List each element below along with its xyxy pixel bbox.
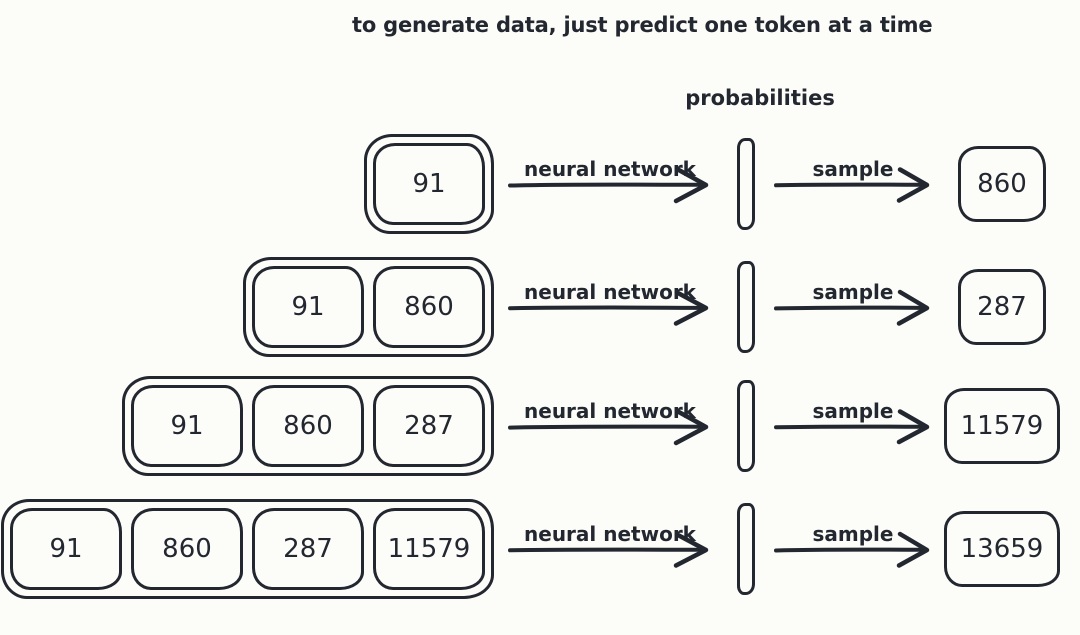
neural-network-label: neural network <box>524 157 696 181</box>
token-value: 860 <box>283 411 333 441</box>
token-box: 11579 <box>373 508 485 590</box>
token-value: 287 <box>404 411 454 441</box>
token-box: 91 <box>373 143 485 225</box>
generation-row-3: 91 860 287 neural network sample 11579 <box>0 373 1080 479</box>
right-arrow-icon <box>774 167 930 203</box>
right-arrow-icon <box>774 409 930 445</box>
token-value: 91 <box>412 169 446 199</box>
output-zone: 13659 <box>944 496 1060 602</box>
generation-row-4: 91 860 287 11579 neural network sample 1… <box>0 496 1080 602</box>
right-arrow-icon <box>508 166 709 204</box>
output-token-box: 287 <box>958 269 1046 345</box>
token-box: 91 <box>10 508 122 590</box>
output-token-value: 11579 <box>960 411 1044 441</box>
right-arrow-icon <box>508 532 709 568</box>
context-token-sequence: 91 860 <box>243 257 494 357</box>
neural-network-arrow-group: neural network <box>503 496 717 602</box>
token-box: 860 <box>373 266 485 348</box>
token-value: 860 <box>404 292 454 322</box>
output-token-box: 860 <box>958 146 1046 222</box>
token-value: 91 <box>170 411 204 441</box>
right-arrow-icon <box>508 408 709 446</box>
neural-network-label: neural network <box>524 522 696 546</box>
neural-network-arrow-group: neural network <box>503 254 717 360</box>
output-token-box: 11579 <box>944 388 1060 464</box>
neural-network-arrow-group: neural network <box>503 373 717 479</box>
sample-label: sample <box>812 157 894 181</box>
diagram-title: to generate data, just predict one token… <box>352 13 933 37</box>
probabilities-zone <box>736 496 756 602</box>
token-value: 287 <box>283 534 333 564</box>
sample-arrow-group: sample <box>768 496 938 602</box>
probabilities-bar <box>737 261 755 353</box>
probabilities-bar <box>737 380 755 472</box>
right-arrow-icon <box>508 290 709 326</box>
sample-label: sample <box>812 522 894 546</box>
context-zone: 91 <box>0 131 494 237</box>
token-value: 860 <box>162 534 212 564</box>
context-token-sequence: 91 860 287 11579 <box>1 499 494 599</box>
generation-row-1: 91 neural network sample 860 <box>0 131 1080 237</box>
sample-arrow-group: sample <box>768 131 938 237</box>
token-box: 287 <box>373 385 485 467</box>
output-token-value: 13659 <box>960 534 1044 564</box>
context-zone: 91 860 <box>0 254 494 360</box>
sample-arrow-group: sample <box>768 254 938 360</box>
generation-row-2: 91 860 neural network sample 287 <box>0 254 1080 360</box>
token-value: 91 <box>291 292 325 322</box>
neural-network-label: neural network <box>524 399 696 423</box>
probabilities-bar <box>737 503 755 595</box>
probabilities-zone <box>736 373 756 479</box>
token-box: 860 <box>131 508 243 590</box>
output-zone: 860 <box>944 131 1060 237</box>
context-token-sequence: 91 <box>364 134 494 234</box>
token-box: 287 <box>252 508 364 590</box>
sample-label: sample <box>812 280 894 304</box>
output-zone: 287 <box>944 254 1060 360</box>
context-zone: 91 860 287 <box>0 373 494 479</box>
output-token-value: 860 <box>977 169 1027 199</box>
probabilities-zone <box>736 131 756 237</box>
context-zone: 91 860 287 11579 <box>0 496 494 602</box>
output-token-value: 287 <box>977 292 1027 322</box>
sample-label: sample <box>812 399 894 423</box>
probabilities-zone <box>736 254 756 360</box>
neural-network-label: neural network <box>524 280 696 304</box>
token-value: 11579 <box>387 534 471 564</box>
token-box: 91 <box>252 266 364 348</box>
output-token-box: 13659 <box>944 511 1060 587</box>
context-token-sequence: 91 860 287 <box>122 376 494 476</box>
probabilities-label: probabilities <box>685 86 835 110</box>
token-box: 91 <box>131 385 243 467</box>
token-box: 860 <box>252 385 364 467</box>
right-arrow-icon <box>774 289 930 326</box>
probabilities-bar <box>737 138 755 230</box>
right-arrow-icon <box>774 531 930 568</box>
sample-arrow-group: sample <box>768 373 938 479</box>
output-zone: 11579 <box>944 373 1060 479</box>
neural-network-arrow-group: neural network <box>503 131 717 237</box>
token-value: 91 <box>49 534 83 564</box>
